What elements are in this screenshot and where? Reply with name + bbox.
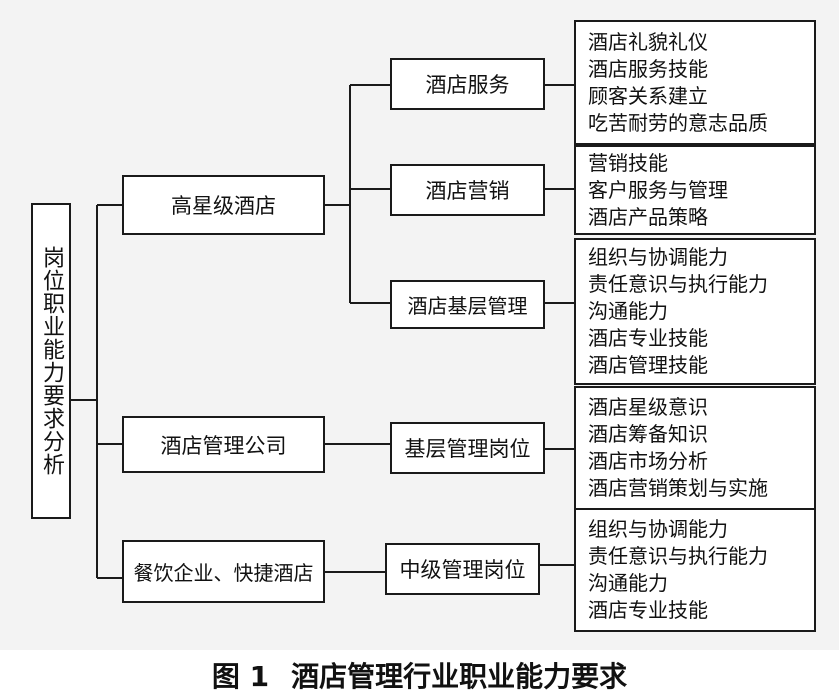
area-hotel-marketing: 酒店营销 — [390, 164, 545, 216]
category-hotel-management-company: 酒店管理公司 — [122, 416, 325, 473]
area-label: 中级管理岗位 — [399, 558, 526, 582]
ability-list-basic-management-position: 酒店星级意识 酒店筹备知识 酒店市场分析 酒店营销策划与实施 — [574, 386, 816, 510]
area-mid-level-management-position: 中级管理岗位 — [385, 543, 540, 595]
area-label: 酒店基层管理 — [407, 294, 528, 318]
root-label: 岗位职业能力要求分析 — [39, 246, 64, 476]
ability-item: 酒店管理技能 — [588, 353, 708, 377]
ability-list-hotel-basic-management: 组织与协调能力 责任意识与执行能力 沟通能力 酒店专业技能 酒店管理技能 — [574, 238, 816, 385]
ability-item: 沟通能力 — [588, 299, 668, 323]
ability-item: 责任意识与执行能力 — [588, 272, 768, 296]
ability-item: 营销技能 — [588, 150, 668, 175]
ability-item: 组织与协调能力 — [588, 245, 728, 269]
ability-list-hotel-service: 酒店礼貌礼仪 酒店服务技能 顾客关系建立 吃苦耐劳的意志品质 — [574, 20, 816, 145]
area-label: 基层管理岗位 — [404, 437, 531, 461]
ability-item: 酒店产品策略 — [588, 204, 708, 229]
ability-item: 酒店专业技能 — [588, 326, 708, 350]
ability-item: 吃苦耐劳的意志品质 — [588, 110, 768, 135]
ability-list-hotel-marketing: 营销技能 客户服务与管理 酒店产品策略 — [574, 145, 816, 235]
ability-item: 酒店营销策划与实施 — [588, 476, 768, 500]
area-label: 酒店营销 — [425, 179, 510, 203]
category-high-star-hotel: 高星级酒店 — [122, 175, 325, 235]
connector-lines — [71, 84, 574, 579]
figure-caption: 图 1 酒店管理行业职业能力要求 — [0, 655, 839, 695]
ability-item: 酒店礼貌礼仪 — [588, 29, 708, 54]
category-label: 高星级酒店 — [171, 194, 276, 218]
category-catering-budget-hotel: 餐饮企业、快捷酒店 — [122, 540, 325, 603]
ability-item: 客户服务与管理 — [588, 177, 728, 202]
area-label: 酒店服务 — [425, 73, 510, 97]
ability-item: 酒店星级意识 — [588, 395, 708, 419]
area-hotel-basic-management: 酒店基层管理 — [390, 280, 545, 329]
figure-number: 图 1 — [211, 660, 270, 693]
ability-item: 组织与协调能力 — [588, 517, 728, 541]
figure-title: 酒店管理行业职业能力要求 — [291, 660, 628, 693]
ability-item: 责任意识与执行能力 — [588, 544, 768, 568]
area-basic-management-position: 基层管理岗位 — [390, 422, 545, 474]
ability-item: 酒店专业技能 — [588, 598, 708, 622]
category-label: 酒店管理公司 — [160, 433, 287, 458]
ability-item: 顾客关系建立 — [588, 83, 708, 108]
root-node: 岗位职业能力要求分析 — [31, 203, 71, 519]
ability-item: 沟通能力 — [588, 571, 668, 595]
diagram-canvas: 岗位职业能力要求分析 高星级酒店 酒店管理公司 餐饮企业、快捷酒店 酒店服务 酒… — [0, 0, 839, 650]
area-hotel-service: 酒店服务 — [390, 58, 545, 110]
ability-item: 酒店市场分析 — [588, 449, 708, 473]
ability-item: 酒店服务技能 — [588, 56, 708, 81]
ability-item: 酒店筹备知识 — [588, 422, 708, 446]
category-label: 餐饮企业、快捷酒店 — [133, 561, 314, 585]
ability-list-mid-level-management-position: 组织与协调能力 责任意识与执行能力 沟通能力 酒店专业技能 — [574, 508, 816, 632]
